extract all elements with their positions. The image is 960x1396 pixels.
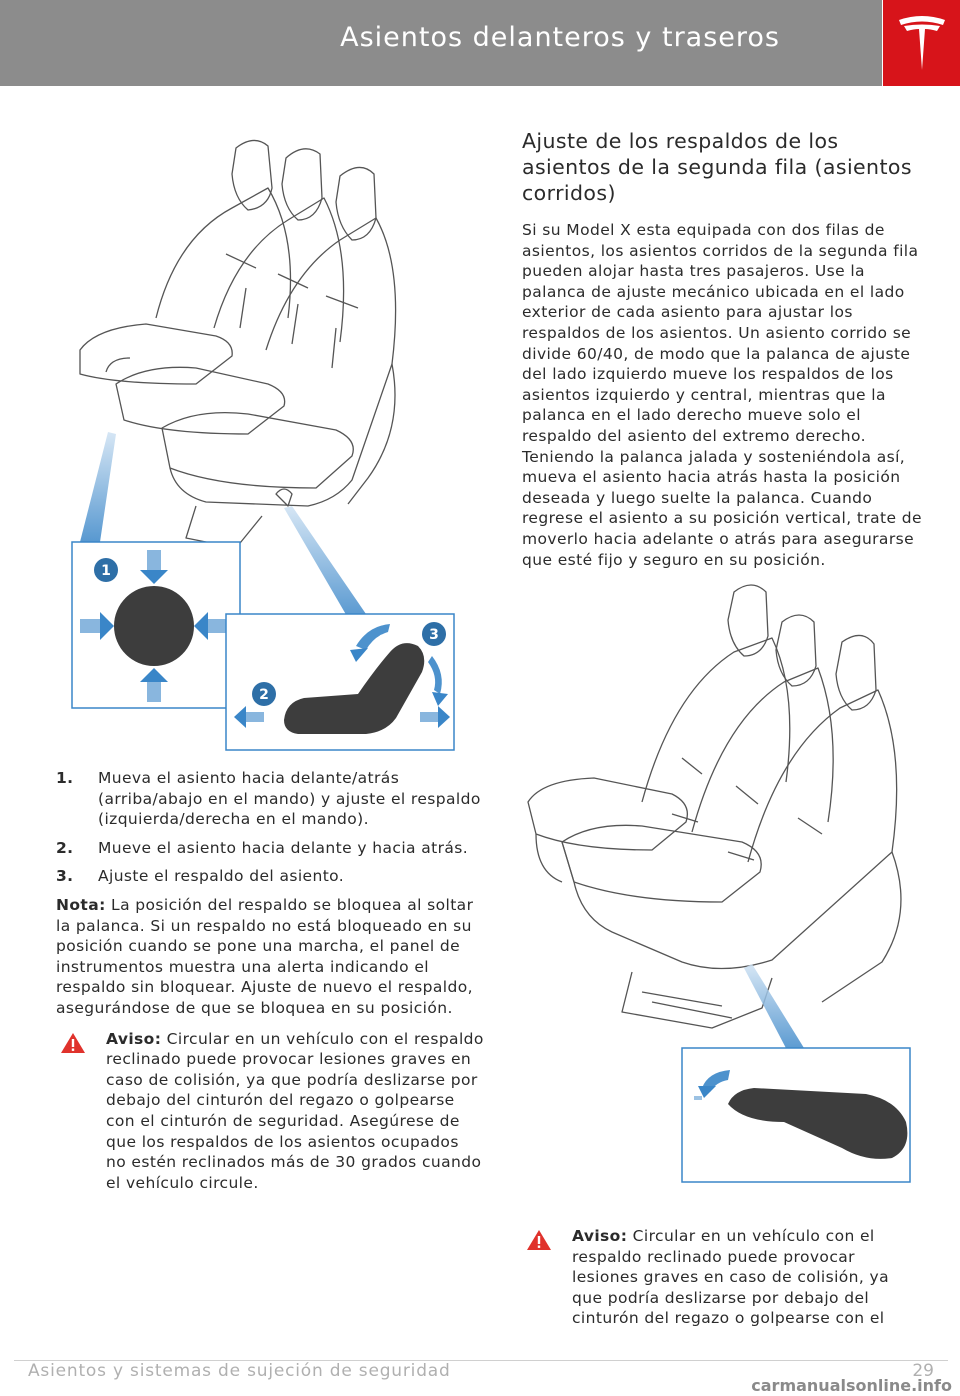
step-text: Ajuste el respaldo del asiento. xyxy=(98,867,345,886)
step-number: 2. xyxy=(56,838,74,857)
warning-label: Aviso: xyxy=(572,1227,628,1246)
callout-3: 3 xyxy=(429,627,439,643)
list-item: 3. Ajuste el respaldo del asiento. xyxy=(56,866,484,887)
list-item: 2. Mueve el asiento hacia delante y hacia… xyxy=(56,838,484,859)
warning-block: Aviso: Circular en un vehículo con el re… xyxy=(56,1029,484,1194)
footer-section-name: Asientos y sistemas de sujeción de segur… xyxy=(28,1361,451,1381)
step-number: 3. xyxy=(56,867,74,886)
warning-icon xyxy=(61,1032,85,1053)
tesla-logo-icon xyxy=(899,16,945,70)
note-text: La posición del respaldo se bloquea al s… xyxy=(56,895,474,1017)
front-seat-figure: 1 2 3 xyxy=(71,139,455,751)
note-paragraph: Nota: La posición del respaldo se bloque… xyxy=(56,895,484,1019)
logo-box xyxy=(883,0,960,86)
warning-block-rear: Aviso: Circular en un vehículo con el re… xyxy=(522,1226,922,1329)
section-heading: Ajuste de los respaldos de los asientos … xyxy=(522,129,912,205)
step-text: Mueva el asiento hacia delante/atrás (ar… xyxy=(98,769,481,829)
watermark: carmanualsonline.info xyxy=(751,1376,952,1395)
body-paragraph: Si su Model X esta equipada con dos fila… xyxy=(522,221,922,569)
header-bar: Asientos delanteros y traseros xyxy=(0,0,882,86)
left-column: 1 2 3 1. Mueva el asiento hacia delante/a… xyxy=(56,128,484,1193)
steps-list: 1. Mueva el asiento hacia delante/atrás (… xyxy=(56,768,484,887)
note-label: Nota: xyxy=(56,895,106,914)
callout-1: 1 xyxy=(101,563,111,579)
warning-label: Aviso: xyxy=(106,1029,162,1048)
callout-2: 2 xyxy=(259,687,269,703)
footer-divider xyxy=(14,1360,948,1361)
warning-text: Circular en un vehículo con el respaldo … xyxy=(106,1029,484,1192)
right-column: Ajuste de los respaldos de los asientos … xyxy=(522,128,922,1329)
list-item: 1. Mueva el asiento hacia delante/atrás (… xyxy=(56,768,484,830)
warning-text: Circular en un vehículo con el respaldo … xyxy=(572,1227,890,1328)
rear-seat-figure xyxy=(527,584,911,1183)
step-number: 1. xyxy=(56,769,74,787)
page-title: Asientos delanteros y traseros xyxy=(340,22,780,53)
warning-icon xyxy=(527,1230,551,1251)
step-text: Mueve el asiento hacia delante y hacia a… xyxy=(98,838,469,857)
page-number: 29 xyxy=(912,1361,934,1381)
